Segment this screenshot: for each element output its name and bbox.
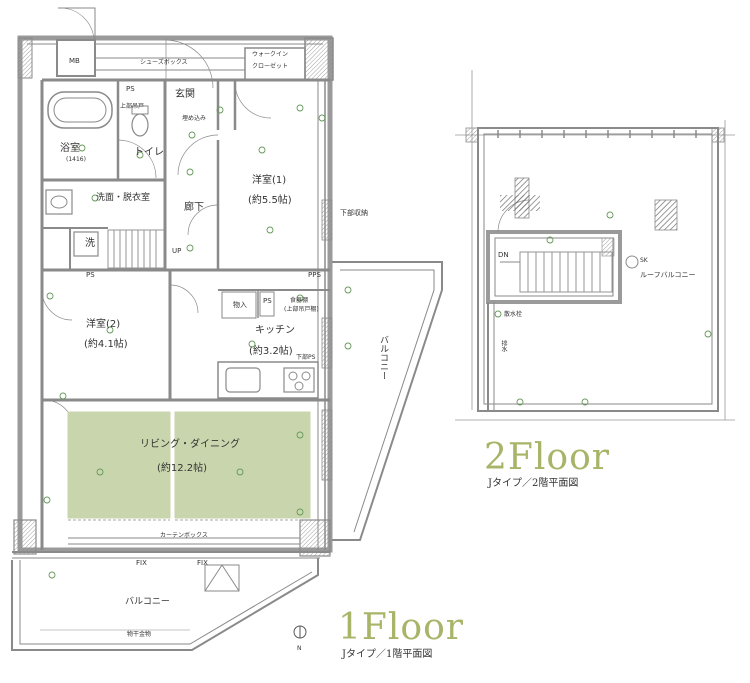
stair-up-label: UP — [172, 247, 182, 255]
bottom-balcony-label: バルコニー — [125, 597, 170, 607]
storage-label: 物入 — [233, 301, 247, 309]
hanger-label: 物干金物 — [127, 631, 152, 638]
laundry-label: 洗 — [85, 238, 95, 249]
upper-storage-label: 上部吊戸 — [120, 103, 145, 110]
floor2-fixtures — [494, 211, 712, 406]
ps-label-1: PS — [126, 85, 135, 93]
floor1-title: 1Floor — [338, 607, 464, 648]
entrance-label: 玄関 — [175, 89, 195, 100]
bath-size-label: (1416) — [66, 156, 86, 163]
bench-label: 埋め込み — [182, 115, 207, 122]
washroom-label: 洗面・脱衣室 — [96, 193, 151, 203]
floor1-plan — [11, 7, 443, 651]
drain-label: 排水 — [500, 340, 507, 352]
shoe-box-label: シューズボックス — [140, 59, 188, 66]
floor1-light-fixtures — [43, 104, 352, 579]
fix-label-2: FIX — [197, 559, 208, 567]
ps-label-3: PS — [263, 297, 272, 305]
shokki-label: 食器棚 — [290, 297, 309, 304]
bedroom1-label: 洋室(1) — [252, 175, 287, 186]
lower-ps-label: 下部PS — [296, 354, 316, 361]
floor2-subtitle: Jタイプ／2階平面図 — [488, 478, 579, 489]
fix-label-1: FIX — [136, 559, 147, 567]
toilet-label: トイレ — [134, 147, 164, 158]
faucet-label: 散水栓 — [504, 311, 523, 318]
corridor-label: 廊下 — [184, 202, 204, 213]
kitchen-size-label: (約3.2帖) — [249, 346, 293, 357]
shokki-label-2: (上部吊戸棚) — [284, 306, 319, 313]
walkin-closet-label-2: クローゼット — [252, 63, 289, 70]
sk-label: SK — [640, 257, 648, 264]
right-balcony-label: バルコニー — [378, 335, 388, 380]
floor2-title: 2Floor — [484, 437, 610, 478]
floor1-subtitle: Jタイプ／1階平面図 — [342, 649, 433, 660]
roof-balcony-label: ルーフバルコニー — [640, 271, 696, 279]
curtain-box-label: カーテンボックス — [160, 532, 208, 539]
north-label: N — [297, 645, 302, 652]
walkin-closet-label: ウォークイン — [252, 51, 289, 58]
living-dining-size-label: (約12.2帖) — [157, 463, 208, 474]
floor2-plan — [455, 70, 735, 421]
ps-label-2: PS — [86, 271, 95, 279]
bedroom2-size-label: (約4.1帖) — [84, 339, 128, 350]
kitchen-label: キッチン — [255, 325, 295, 336]
pps-label: PPS — [308, 271, 321, 279]
bedroom1-size-label: (約5.5帖) — [248, 195, 292, 206]
living-dining-label: リビング・ダイニング — [140, 439, 240, 450]
bedroom2-label: 洋室(2) — [86, 319, 121, 330]
north-arrow-icon — [293, 625, 307, 639]
bath-label: 浴室 — [60, 143, 80, 154]
lower-storage-label: 下部収納 — [340, 209, 368, 217]
stair-down-label: DN — [498, 251, 509, 259]
mb-label: MB — [69, 57, 80, 65]
